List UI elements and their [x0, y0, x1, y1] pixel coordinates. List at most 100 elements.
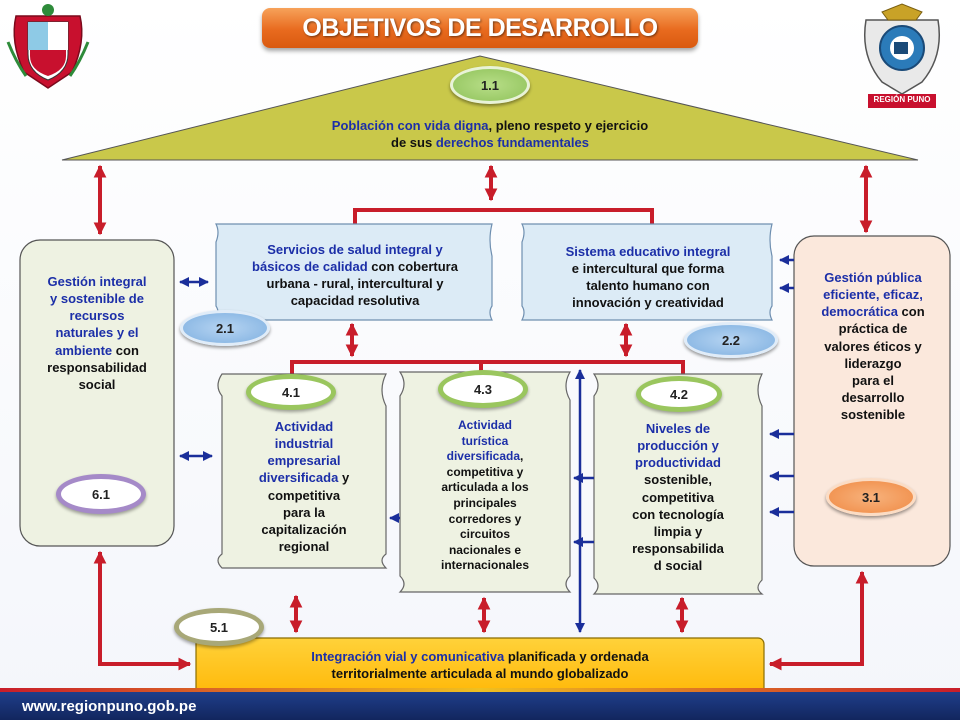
- gi-g: responsabilidad: [47, 359, 147, 375]
- industrial-text: Actividad industrial empresarial diversi…: [226, 418, 382, 555]
- roof-text-3: de sus: [391, 135, 436, 151]
- gp-g: liderazgo: [844, 355, 902, 371]
- box-gestion-publica-shape: [793, 235, 951, 567]
- box-industrial-shape: [217, 373, 388, 569]
- roof-text-2: , pleno respeto y ejercicio: [488, 118, 649, 133]
- educativo-text-c: talento humano con: [586, 278, 710, 294]
- gi-b: y sostenible de: [50, 291, 144, 307]
- gestion-publica-text: Gestión pública eficiente, eficaz, democ…: [798, 269, 948, 423]
- roof-text-4: derechos fundamentales: [435, 135, 589, 151]
- box-educativo-shape: [521, 223, 773, 321]
- bracket-top: [353, 208, 654, 226]
- salud-text-b: básicos de calidad: [252, 259, 368, 275]
- prod-f: con tecnología: [632, 506, 724, 522]
- tur-j: nacionales e: [448, 542, 522, 557]
- tur-e: competitiva y: [446, 464, 524, 479]
- gi-c: recursos: [69, 308, 125, 324]
- tur-f: articulada a los: [441, 480, 529, 495]
- prod-i: d social: [653, 558, 703, 574]
- footer-url[interactable]: www.regionpuno.gob.pe: [22, 698, 197, 715]
- prod-d: sostenible,: [644, 472, 712, 488]
- ind-d: diversificada: [258, 470, 339, 486]
- gp-b: eficiente, eficaz,: [823, 287, 923, 303]
- educativo-text-d: innovación y creatividad: [572, 295, 724, 311]
- gi-h: social: [78, 376, 116, 392]
- prod-h: responsabilida: [632, 541, 724, 557]
- footer-stripe: [0, 688, 960, 692]
- salud-text: Servicios de salud integral y básicos de…: [222, 241, 488, 310]
- badge-4-2: 4.2: [636, 376, 722, 412]
- tur-a: Actividad: [457, 418, 512, 432]
- prod-a: Niveles de: [645, 421, 711, 436]
- badge-5-1: 5.1: [174, 608, 264, 646]
- tur-i: circuitos: [459, 527, 510, 542]
- footer-bar: [0, 692, 960, 720]
- tur-b: turística: [461, 433, 509, 448]
- salud-text-c: con cobertura: [367, 259, 458, 275]
- region-puno-logo-icon: [863, 3, 941, 108]
- vial-c: territorialmente articulada al mundo glo…: [331, 666, 629, 682]
- peru-coat-of-arms-icon: [6, 4, 90, 89]
- gp-f: valores éticos y: [824, 338, 922, 354]
- badge-3-1: 3.1: [826, 478, 916, 516]
- ind-e: y: [338, 470, 350, 486]
- gp-i: desarrollo: [841, 390, 905, 406]
- salud-text-d: urbana - rural, intercultural y: [266, 276, 444, 292]
- title-banner: OBJETIVOS DE DESARROLLO: [262, 8, 698, 48]
- arrow-right-elbow: [768, 570, 869, 671]
- badge-1-1: 1.1: [450, 66, 530, 104]
- gestion-integral-text: Gestión integral y sostenible de recurso…: [24, 273, 170, 393]
- tur-g: principales: [453, 495, 517, 510]
- roof-text: Población con vida digna, pleno respeto …: [270, 117, 710, 151]
- ind-b: industrial: [274, 436, 334, 452]
- ind-f: competitiva: [267, 487, 341, 503]
- region-puno-logo-text: REGIÓN PUNO: [873, 95, 931, 104]
- salud-text-a: Servicios de salud integral y: [267, 242, 443, 257]
- badge-4-3: 4.3: [438, 370, 528, 408]
- gp-a: Gestión pública: [824, 270, 922, 285]
- produccion-text: Niveles de producción y productividad so…: [598, 420, 758, 574]
- educativo-text-a: Sistema educativo integral: [565, 244, 731, 259]
- bracket-middle: [290, 360, 685, 376]
- box-salud-shape: [215, 223, 493, 321]
- prod-e: competitiva: [641, 489, 715, 505]
- gp-h: para el: [852, 372, 894, 388]
- vial-a: Integración vial y comunicativa: [311, 649, 505, 664]
- ind-c: empresarial: [267, 453, 341, 469]
- roof-text-1: Población con vida digna: [331, 118, 489, 133]
- prod-b: producción y: [637, 438, 719, 454]
- badge-4-1: 4.1: [246, 374, 336, 410]
- tur-d: ,: [520, 449, 524, 464]
- gi-a: Gestión integral: [47, 274, 147, 289]
- gi-e: ambiente: [55, 342, 113, 358]
- gp-e: práctica de: [838, 321, 908, 337]
- box-produccion-shape: [592, 373, 764, 595]
- badge-2-1: 2.1: [180, 310, 270, 346]
- educativo-text-b: e intercultural que forma: [571, 261, 725, 277]
- page-title: OBJETIVOS DE DESARROLLO: [302, 13, 658, 42]
- prod-g: limpia y: [653, 523, 703, 539]
- gi-d: naturales y el: [55, 325, 139, 341]
- badge-6-1: 6.1: [56, 474, 146, 514]
- ind-a: Actividad: [274, 419, 334, 434]
- badge-2-2: 2.2: [684, 322, 778, 358]
- box-turistica-shape: [398, 371, 572, 593]
- tur-c: diversificada: [446, 449, 521, 464]
- ind-h: capitalización: [261, 521, 347, 537]
- tur-h: corredores y: [448, 511, 522, 526]
- gi-f: con: [112, 342, 139, 358]
- salud-text-e: capacidad resolutiva: [290, 293, 420, 309]
- roof-triangle: [61, 55, 919, 161]
- tur-k: internacionales: [440, 558, 530, 573]
- educativo-text: Sistema educativo integral e intercultur…: [526, 243, 770, 312]
- arrow-left-elbow: [93, 550, 192, 671]
- gp-c: democrática: [821, 304, 898, 320]
- gp-d: con: [897, 304, 925, 320]
- ind-i: regional: [278, 539, 330, 555]
- prod-c: productividad: [635, 455, 721, 471]
- vial-b: planificada y ordenada: [504, 649, 649, 664]
- ind-g: para la: [283, 504, 325, 520]
- box-gestion-integral-shape: [19, 239, 175, 547]
